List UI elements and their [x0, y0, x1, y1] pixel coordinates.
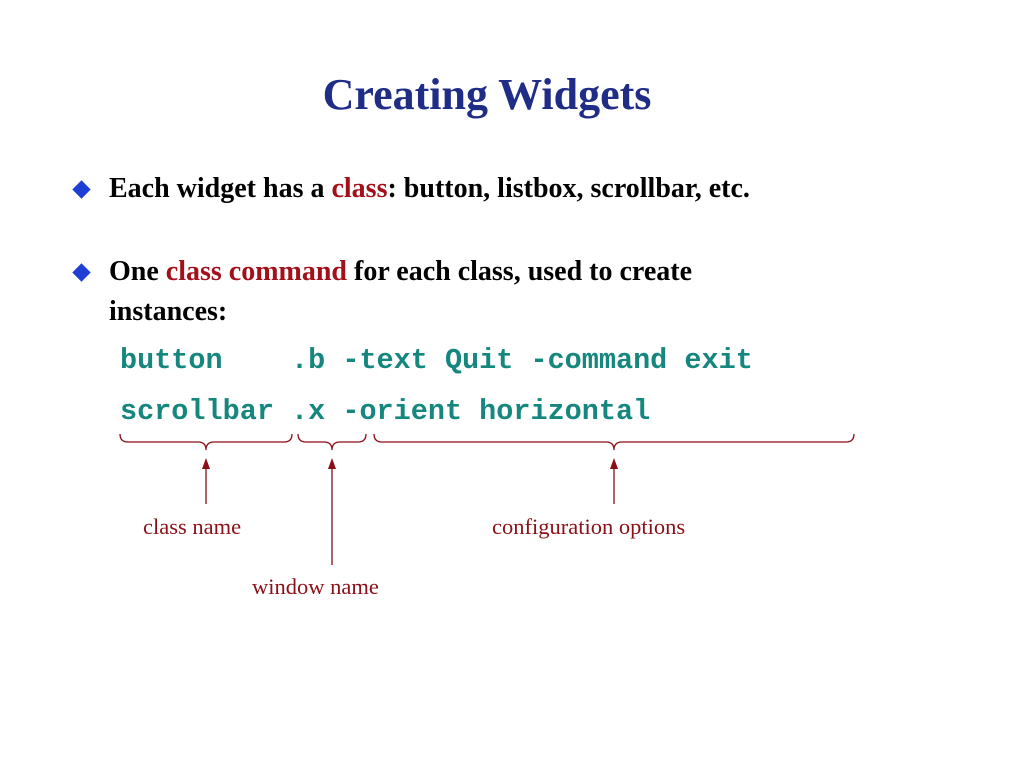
bullet-2-highlight: class command [165, 256, 348, 287]
options-arrow-up-icon [610, 458, 618, 469]
class-name-arrow-up-icon [202, 458, 210, 469]
bullet-2-continuation: instances: [109, 296, 228, 327]
bullet-item-2: One class command for each class, used t… [109, 252, 692, 292]
bullet-1-text-a: Each widget has a [109, 173, 332, 204]
slide-title: Creating Widgets [322, 70, 652, 119]
options-brace-icon [373, 433, 855, 451]
code-line-1: button .b -text Quit -command exit [120, 344, 753, 377]
bullet-1-text-b: : button, listbox, scrollbar, etc. [387, 173, 750, 204]
bullet-2-text-b: for each class, used to create [347, 256, 693, 287]
bullet-1-highlight: class [331, 173, 388, 204]
bullet-2-text-a: One [109, 256, 166, 287]
label-configuration-options: configuration options [492, 514, 686, 539]
label-class-name: class name [143, 514, 242, 539]
window-name-brace-icon [297, 433, 367, 451]
bullet-item-1: Each widget has a class: button, listbox… [109, 169, 750, 209]
code-line-2: scrollbar .x -orient horizontal [120, 395, 651, 428]
class-name-brace-icon [119, 433, 293, 451]
window-name-arrow-up-icon [328, 458, 336, 469]
label-window-name: window name [252, 574, 379, 599]
